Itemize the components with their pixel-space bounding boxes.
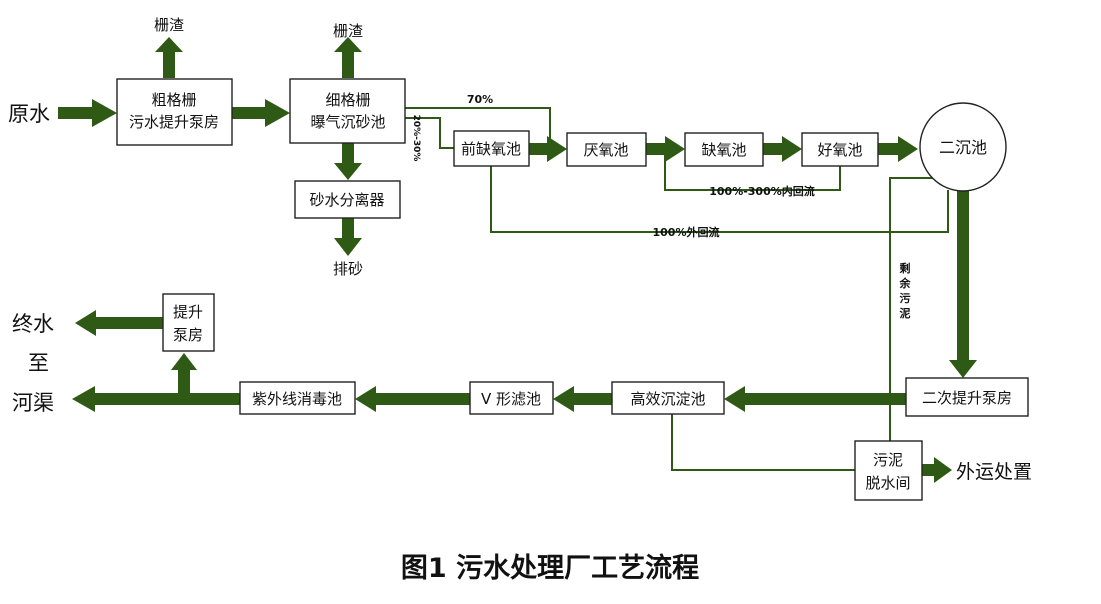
process-boxes (116, 78, 1029, 501)
high-eff-sedimentation-label: 高效沉淀池 (630, 390, 705, 408)
coarse-screen-label-2: 污水提升泵房 (129, 113, 219, 131)
arrow-lift-pump-to-final (75, 310, 163, 336)
split-20-30-line (405, 117, 454, 149)
sand-discharge-label: 排砂 (333, 260, 363, 278)
coarse-screen-box (116, 78, 233, 146)
aerobic-label: 好氧池 (817, 141, 862, 159)
final-water-label-1: 终水 (12, 312, 54, 336)
external-recycle-line (490, 166, 949, 233)
internal-recycle-line (664, 152, 841, 191)
anoxic-box (684, 132, 764, 167)
final-water-label-2: 至 (28, 351, 49, 375)
secondary-clarifier-ellipse (919, 102, 1007, 192)
internal-recycle-label: 100%-300%内回流 (709, 184, 815, 198)
split-20-30-label: 20%-30% (411, 115, 421, 162)
excess-sludge-line (855, 177, 940, 471)
v-filter-box (469, 381, 554, 415)
pre-anoxic-box (453, 130, 530, 167)
flow-labels: 70% 20%-30% 100%-300%内回流 100%外回流 剩 余 污 泥 (411, 93, 912, 320)
arrow-vfilter-to-uv (355, 386, 470, 412)
fine-screen-label-1: 细格栅 (325, 91, 370, 109)
excess-sludge-label-4: 泥 (900, 307, 911, 320)
arrow-uv-to-river (72, 386, 240, 412)
screenings-label-1: 栅渣 (154, 16, 184, 34)
offsite-disposal-label: 外运处置 (956, 461, 1032, 483)
thin-flow-lines (405, 107, 949, 471)
high-eff-sedimentation-box (611, 381, 725, 415)
fine-screen-label-2: 曝气沉砂池 (310, 113, 385, 131)
arrow-down-to-sand-discharge (334, 218, 362, 256)
anoxic-label: 缺氧池 (701, 141, 746, 159)
node-labels: 原水 粗格栅 污水提升泵房 细格栅 曝气沉砂池 栅渣 栅渣 砂水分离器 排砂 前… (8, 16, 1032, 492)
v-filter-label: V 形滤池 (481, 390, 541, 408)
arrow-pump-to-sedimentation (724, 386, 906, 412)
arrow-dewater-to-disposal (922, 457, 952, 483)
screenings-label-2: 栅渣 (333, 22, 363, 40)
bypass-70-line (405, 107, 551, 148)
arrow-sedimentation-to-vfilter (553, 386, 612, 412)
arrow-up-to-lift-pump (171, 353, 197, 393)
anaerobic-label: 厌氧池 (583, 141, 628, 159)
lift-pump-box (162, 293, 215, 352)
sludge-dewater-label-2: 脱水间 (865, 474, 910, 492)
arrow-aerobic-to-clarifier (878, 136, 918, 162)
secondary-pump-box (905, 377, 1029, 417)
sludge-dewater-label-1: 污泥 (873, 451, 903, 469)
sand-separator-label: 砂水分离器 (309, 191, 384, 209)
aerobic-box (801, 132, 879, 167)
main-flow-arrows (58, 37, 977, 483)
lift-pump-label-2: 泵房 (173, 326, 203, 344)
arrow-coarse-to-fine (232, 99, 290, 127)
pre-anoxic-label: 前缺氧池 (461, 140, 521, 158)
arrow-clarifier-to-secondary-pump (949, 190, 977, 378)
anaerobic-box (566, 132, 647, 167)
excess-sludge-label-3: 污 (900, 291, 911, 305)
lift-pump-label-1: 提升 (173, 303, 203, 321)
secondary-pump-label: 二次提升泵房 (922, 389, 1012, 407)
final-water-label-3: 河渠 (12, 391, 54, 415)
uv-disinfection-label: 紫外线消毒池 (252, 390, 342, 408)
coarse-screen-label-1: 粗格栅 (151, 91, 196, 109)
secondary-clarifier-label: 二沉池 (939, 138, 987, 157)
sand-separator-box (294, 180, 401, 219)
bypass-70-label: 70% (467, 93, 493, 106)
excess-sludge-label-2: 余 (899, 276, 912, 290)
arrow-raw-to-coarse (58, 99, 117, 127)
arrow-pre-anoxic-to-anaerobic (529, 136, 567, 162)
arrow-up-screenings-1 (155, 37, 183, 78)
figure-caption: 图1 污水处理厂工艺流程 (401, 553, 699, 584)
arrow-down-to-sand-separator (334, 143, 362, 180)
arrow-anoxic-to-aerobic (763, 136, 802, 162)
sludge-dewater-box (854, 440, 923, 501)
sediment-sludge-line (671, 413, 855, 471)
fine-screen-box (289, 78, 406, 144)
arrow-up-screenings-2 (334, 37, 362, 78)
external-recycle-label: 100%外回流 (653, 225, 720, 239)
uv-disinfection-box (239, 381, 356, 415)
excess-sludge-label-1: 剩 (900, 261, 911, 275)
raw-water-label: 原水 (8, 102, 50, 126)
arrow-anaerobic-to-anoxic (646, 136, 685, 162)
